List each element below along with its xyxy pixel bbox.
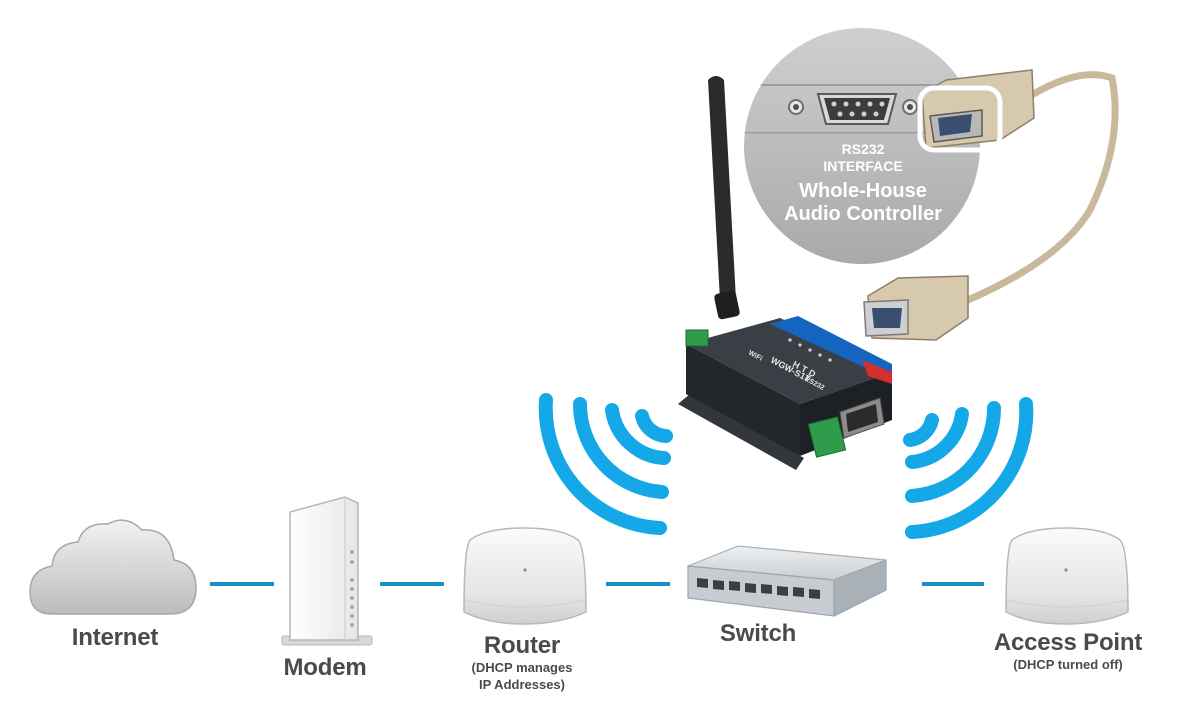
access-point-icon xyxy=(1005,527,1129,625)
inset-rs232-label: RS232 INTERFACE xyxy=(798,141,928,175)
db9-connector-top-icon xyxy=(917,69,1035,153)
inset-controller-title: Whole-House Audio Controller xyxy=(758,180,968,226)
switch-label: Switch xyxy=(719,620,797,647)
internet-label: Internet xyxy=(71,624,159,651)
router-sublabel-line1: (DHCP manages xyxy=(471,660,573,675)
modem-icon xyxy=(281,496,373,646)
router-icon xyxy=(463,527,587,625)
router-label: Router xyxy=(483,632,561,659)
antenna-icon xyxy=(708,76,736,306)
network-switch-icon xyxy=(687,545,887,617)
wifi-waves-left-icon xyxy=(538,393,673,535)
wifi-waves-right-icon xyxy=(903,397,1034,539)
inset-interface-line: INTERFACE xyxy=(823,158,903,174)
access-point-label: Access Point xyxy=(993,629,1143,656)
inset-title-line1: Whole-House xyxy=(799,180,927,202)
access-point-sublabel: (DHCP turned off) xyxy=(1013,657,1123,672)
router-sublabel-line2: IP Addresses) xyxy=(479,677,565,692)
db9-connector-bottom-icon xyxy=(863,275,969,341)
inset-title-line2: Audio Controller xyxy=(784,203,942,225)
audio-controller-inset xyxy=(744,28,980,264)
wifi-rs232-adapter-icon: HTD WGW-S1T WiFi RS232 xyxy=(678,76,892,470)
db9-serial-port-icon xyxy=(788,93,918,125)
serial-cable-icon xyxy=(964,71,1119,304)
inset-rs232-line: RS232 xyxy=(841,141,885,157)
router-sublabel: (DHCP manages IP Addresses) xyxy=(437,659,607,693)
modem-label: Modem xyxy=(283,654,367,681)
cloud-icon xyxy=(29,519,197,615)
